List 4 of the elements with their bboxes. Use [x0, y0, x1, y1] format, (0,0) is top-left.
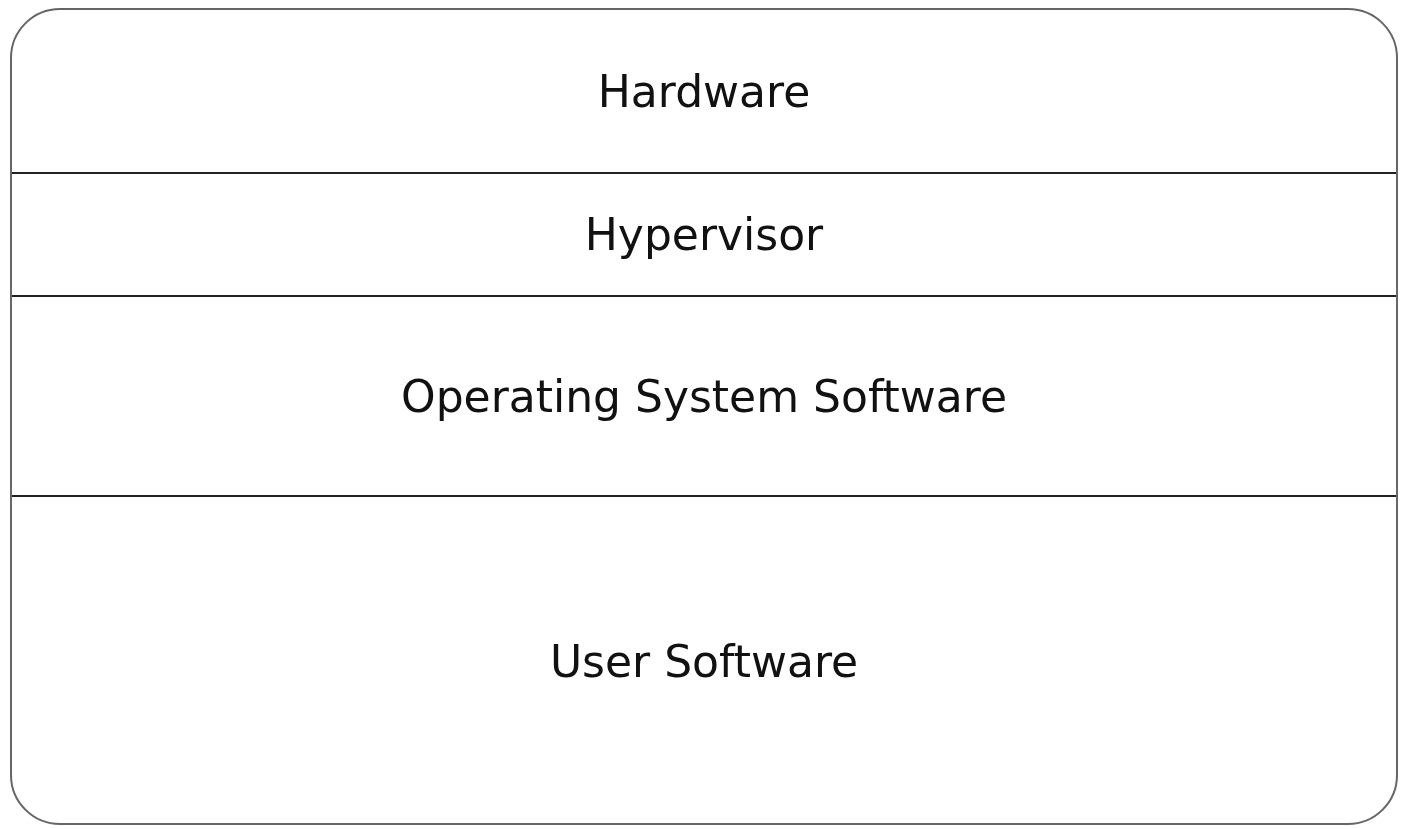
layer-label: Hypervisor: [12, 173, 1396, 296]
layer-label: User Software: [12, 496, 1396, 823]
layer-label: Operating System Software: [12, 296, 1396, 496]
layer-label: Hardware: [12, 10, 1396, 173]
